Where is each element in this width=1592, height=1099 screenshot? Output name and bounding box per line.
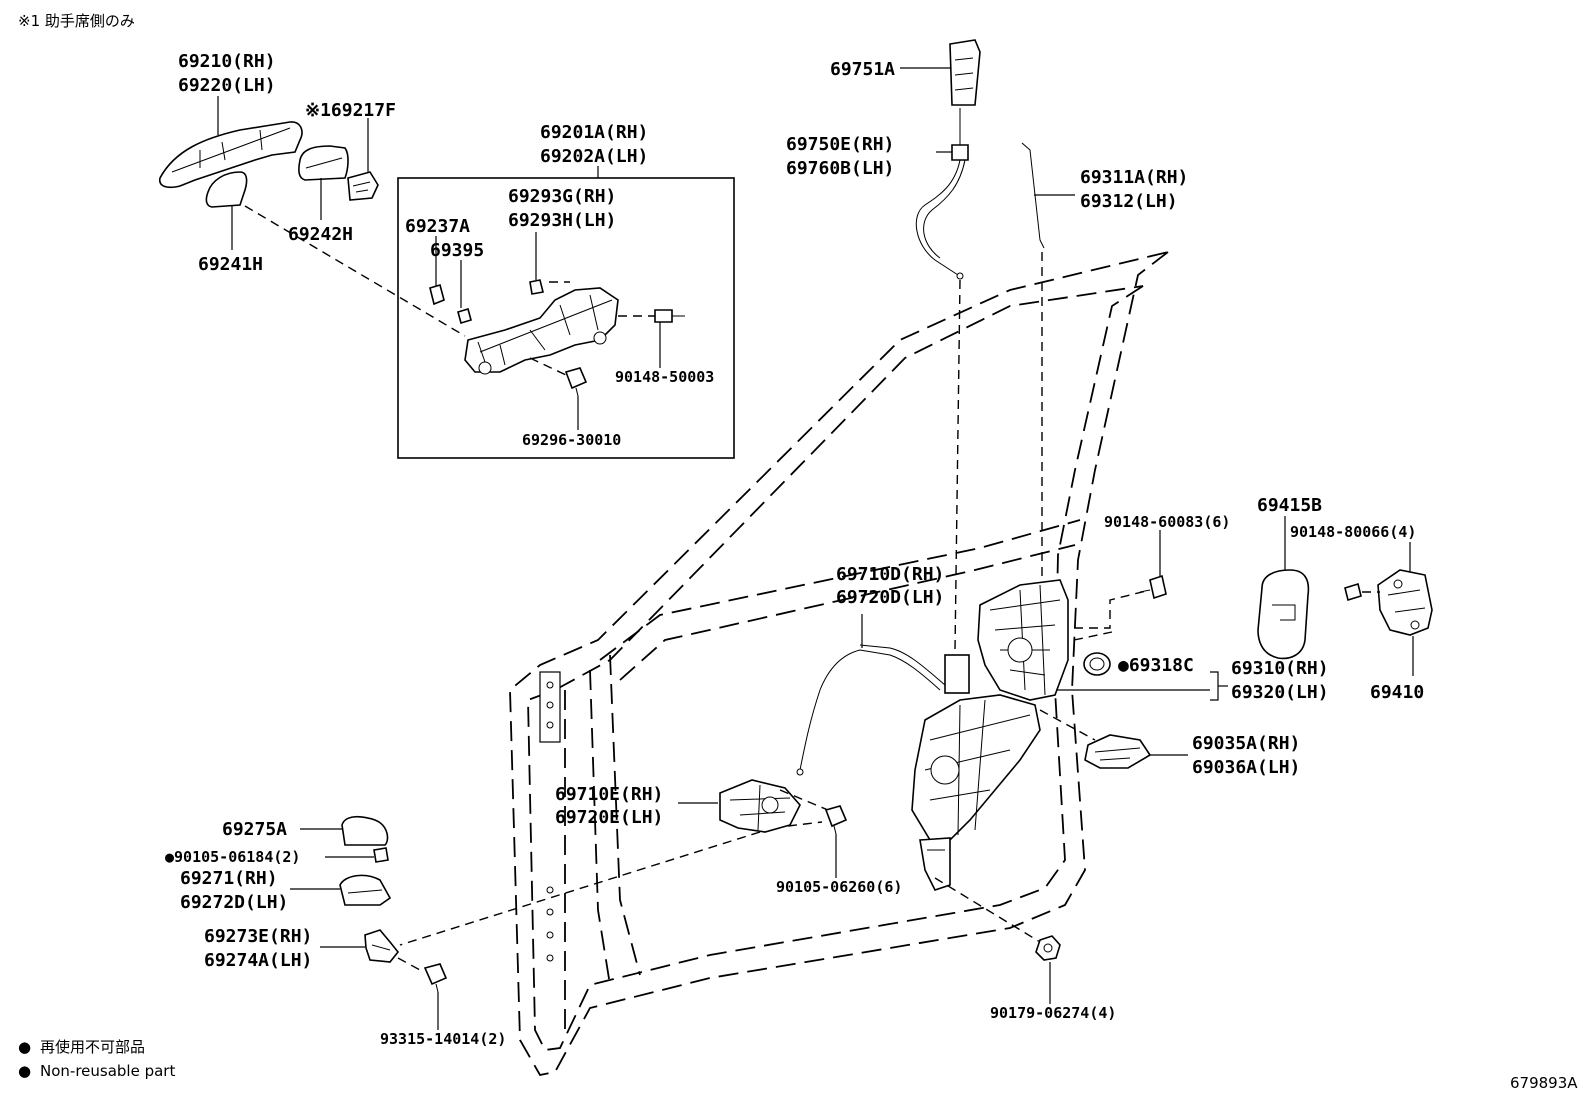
cushion-69395 [457, 307, 472, 325]
handle-frame [464, 287, 619, 373]
striker-group [1344, 542, 1433, 676]
label-90148-60083: 90148-60083(6) [1104, 513, 1230, 531]
screw-90148-60083-group [1139, 530, 1167, 600]
striker-cover [1257, 569, 1310, 660]
inside-handle [719, 779, 801, 833]
bolt-93315 [423, 963, 448, 986]
label-69202a: 69202A(LH) [540, 146, 648, 167]
lock-cover-group [1084, 734, 1188, 769]
nut-group [1035, 935, 1061, 1004]
door-outline [509, 251, 1169, 1077]
door-lock-assembly [911, 579, 1228, 943]
inside-handle-group [399, 779, 848, 946]
lock-connector [944, 654, 970, 694]
outside-handle-group [158, 96, 466, 337]
part-labels: 69210(RH) 69220(LH) ※169217F 69242H 6924… [165, 51, 1424, 1048]
bolt-90105-06184 [373, 847, 389, 863]
label-69318c: ●69318C [1118, 655, 1194, 676]
label-69220: 69220(LH) [178, 75, 276, 96]
cable-end-69751a [949, 39, 981, 106]
striker-cover-group [1257, 516, 1310, 660]
label-69410: 69410 [1370, 682, 1424, 703]
legend-text-en: Non-reusable part [40, 1062, 175, 1080]
legend-text-jp: 再使用不可部品 [40, 1038, 145, 1056]
label-69242h: 69242H [288, 224, 353, 245]
top-cables [900, 39, 1075, 651]
label-69035a: 69035A(RH) [1192, 733, 1300, 754]
label-69036a: 69036A(LH) [1192, 757, 1300, 778]
legend: ● 再使用不可部品 ● Non-reusable part [18, 1038, 175, 1080]
lock-seal [1083, 652, 1111, 676]
bolt-90105-06260 [824, 805, 848, 828]
label-69710e: 69710E(RH) [555, 784, 663, 805]
figure-id: 679893A [1510, 1074, 1578, 1092]
label-69241h: 69241H [198, 254, 263, 275]
outside-handle [158, 121, 303, 189]
lock-lever [919, 837, 951, 891]
label-90105-06260: 90105-06260(6) [776, 878, 902, 896]
clip-69273e [364, 929, 400, 963]
screw-90148-50003 [654, 309, 673, 323]
label-69320: 69320(LH) [1231, 682, 1329, 703]
bottom-left-parts [290, 815, 448, 1030]
label-69750e: 69750E(RH) [786, 134, 894, 155]
label-69217f: ※169217F [305, 100, 396, 121]
label-69273e: 69273E(RH) [204, 926, 312, 947]
label-69310: 69310(RH) [1231, 658, 1329, 679]
legend-bullet-1: ● [18, 1038, 31, 1056]
label-69210: 69210(RH) [178, 51, 276, 72]
handle-frame-box [397, 177, 735, 459]
label-69271: 69271(RH) [180, 868, 278, 889]
label-69710d: 69710D(RH) [836, 564, 944, 585]
label-69720d: 69720D(LH) [836, 587, 944, 608]
label-69293h: 69293H(LH) [508, 210, 616, 231]
handle-frame-assembly [429, 232, 685, 430]
bolt-69296 [564, 367, 588, 390]
label-69415b: 69415B [1257, 495, 1322, 516]
label-69760b: 69760B(LH) [786, 158, 894, 179]
label-69720e: 69720E(LH) [555, 807, 663, 828]
label-69296-30010: 69296-30010 [522, 431, 621, 449]
handle-pad [205, 171, 248, 208]
cap-69275a [341, 815, 389, 846]
label-69395: 69395 [430, 240, 484, 261]
striker [1377, 569, 1433, 636]
label-69751a: 69751A [830, 59, 895, 80]
label-69312: 69312(LH) [1080, 191, 1178, 212]
label-90148-80066: 90148-80066(4) [1290, 523, 1416, 541]
label-69272d: 69272D(LH) [180, 892, 288, 913]
clip-69237a [429, 283, 445, 306]
label-69274a: 69274A(LH) [204, 950, 312, 971]
protector-69271 [339, 874, 392, 906]
label-93315-14014: 93315-14014(2) [380, 1030, 506, 1048]
label-69293g: 69293G(RH) [508, 186, 616, 207]
label-90148-50003: 90148-50003 [615, 368, 714, 386]
inside-cable-group [796, 614, 946, 776]
cylinder-cover [347, 171, 379, 201]
label-90105-06184: ●90105-06184(2) [165, 848, 300, 866]
lock-base [911, 694, 1041, 841]
label-69275a: 69275A [222, 819, 287, 840]
clip-69293g [529, 279, 544, 295]
header-note: ※1 助手席側のみ [18, 12, 135, 30]
legend-bullet-2: ● [18, 1062, 31, 1080]
label-69201a: 69201A(RH) [540, 122, 648, 143]
label-69237a: 69237A [405, 216, 470, 237]
label-69311a: 69311A(RH) [1080, 167, 1188, 188]
label-90179-06274: 90179-06274(4) [990, 1004, 1116, 1022]
